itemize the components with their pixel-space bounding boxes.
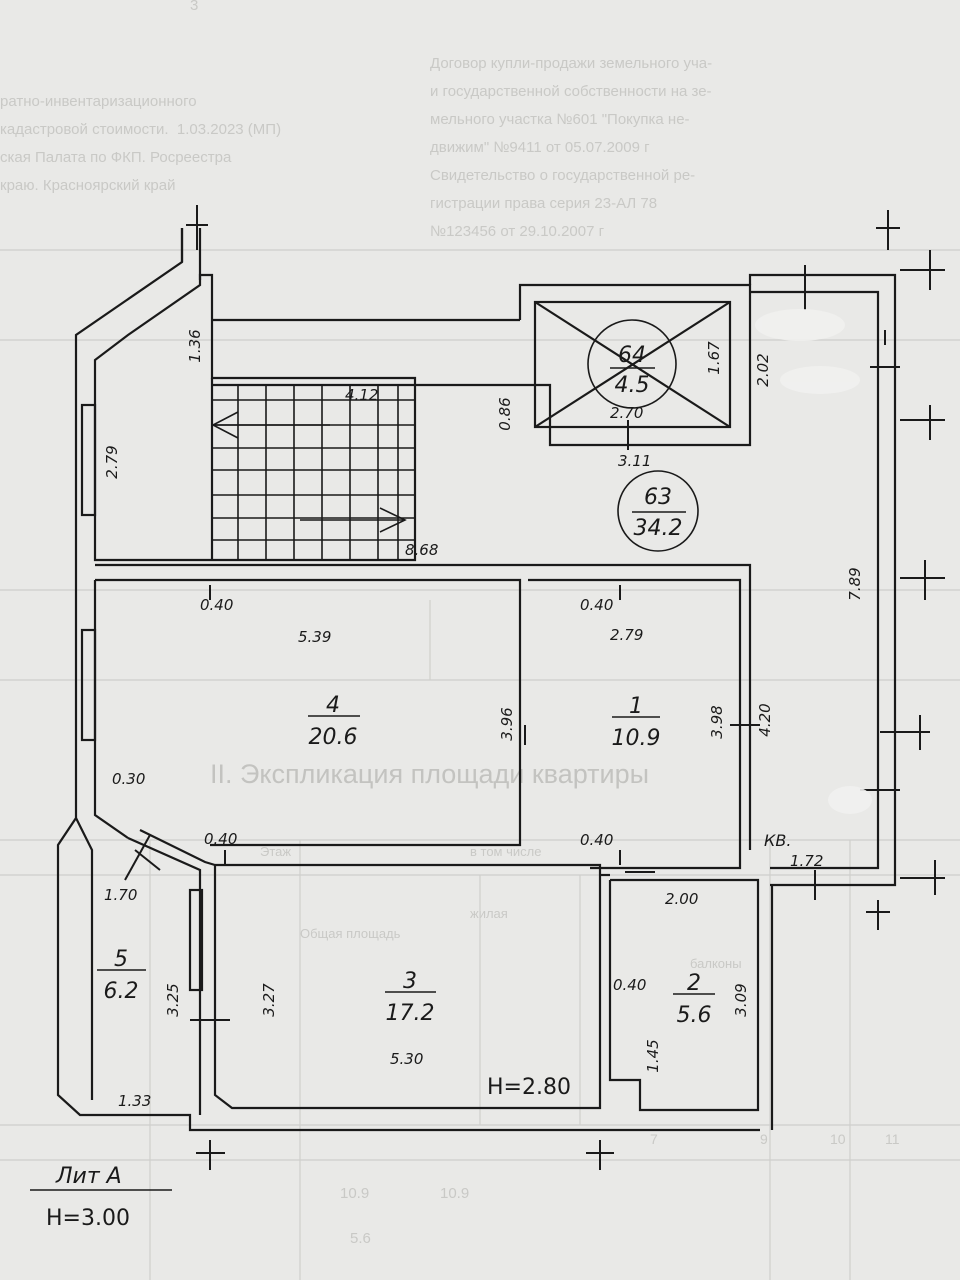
room-64-number: 64 bbox=[618, 343, 646, 368]
room-1-area: 10.9 bbox=[612, 726, 661, 751]
dim-label: 8.68 bbox=[405, 541, 438, 559]
bg-line: Договор купли-продажи земельного уча- bbox=[430, 55, 713, 72]
room-height-label: Н=2.80 bbox=[487, 1075, 571, 1100]
dim-label: 3.96 bbox=[498, 707, 516, 740]
dim-label: 2.02 bbox=[754, 353, 772, 386]
dim-label: 0.86 bbox=[496, 397, 514, 430]
bg-line: ская Палата по ФКП. Росреестра bbox=[0, 149, 232, 166]
bg-table-bit: Общая площадь bbox=[300, 926, 401, 941]
dim-label: 2.70 bbox=[610, 404, 643, 422]
dim-label: 4.12 bbox=[345, 386, 378, 404]
bg-table-value: 10.9 bbox=[340, 1185, 370, 1202]
room-2-number: 2 bbox=[687, 971, 701, 996]
bg-line: мельного участка №601 "Покупка не- bbox=[430, 111, 690, 128]
kv-label: КВ. bbox=[764, 831, 791, 850]
bg-table-bit: Этаж bbox=[260, 844, 292, 859]
bg-table-bit: 7 bbox=[650, 1131, 658, 1147]
dim-label: 3.27 bbox=[260, 983, 278, 1017]
dim-label: 0.40 bbox=[613, 976, 646, 994]
room-4-area: 20.6 bbox=[309, 725, 358, 750]
bg-table-bit: в том числе bbox=[470, 844, 542, 859]
dim-label: 3.98 bbox=[708, 705, 726, 738]
lit-height-label: Н=3.00 bbox=[46, 1206, 130, 1231]
room-4-number: 4 bbox=[326, 693, 340, 718]
lit-label: Лит А bbox=[55, 1164, 122, 1189]
dim-label: 2.00 bbox=[665, 890, 698, 908]
dim-label: 1.70 bbox=[104, 886, 137, 904]
room-1-number: 1 bbox=[629, 694, 643, 719]
dim-label: 0.40 bbox=[204, 830, 237, 848]
bg-table-bit: 11 bbox=[885, 1131, 900, 1147]
bg-table-value: 10.9 bbox=[440, 1185, 470, 1202]
tick-marks bbox=[124, 205, 945, 1170]
room-3-area: 17.2 bbox=[386, 1001, 435, 1026]
dim-label: 1.45 bbox=[644, 1039, 662, 1072]
dim-label: 0.40 bbox=[580, 596, 613, 614]
redaction-blobs bbox=[755, 309, 872, 814]
room-circles bbox=[587, 319, 699, 552]
bg-line: гистрации права серия 23-АЛ 78 bbox=[430, 195, 658, 212]
bg-line: ратно-инвентаризационного bbox=[0, 93, 197, 110]
dim-label: 7.89 bbox=[846, 567, 864, 600]
bg-left-block: ратно-инвентаризационного кадастровой сто… bbox=[0, 88, 281, 200]
room-64-area: 4.5 bbox=[615, 373, 650, 398]
bg-line: №123456 от 29.10.2007 г bbox=[430, 223, 605, 240]
bg-table-bit: 10 bbox=[830, 1131, 846, 1147]
dim-label: 2.79 bbox=[610, 626, 643, 644]
dimension-labels: 1.36 4.12 2.79 0.86 1.67 2.70 3.11 2.02 … bbox=[46, 329, 864, 1231]
room-fraction-lines bbox=[30, 367, 715, 1191]
room-63-number: 63 bbox=[644, 485, 672, 510]
bg-line: и государственной собственности на зе- bbox=[430, 83, 712, 100]
bg-right-block: Договор купли-продажи земельного уча-и г… bbox=[430, 50, 712, 246]
bg-section-title: II. Экспликация площади квартиры bbox=[210, 759, 650, 789]
room-2-area: 5.6 bbox=[677, 1003, 712, 1028]
bg-line: движим" №9411 от 05.07.2009 г bbox=[430, 139, 650, 156]
bg-table-grid bbox=[0, 249, 960, 1280]
bg-table-bit: балконы bbox=[690, 956, 742, 971]
dim-label: 2.79 bbox=[103, 445, 121, 478]
room-63-area: 34.2 bbox=[634, 516, 683, 541]
dim-label: 1.33 bbox=[118, 1092, 151, 1110]
bg-line: Свидетельство о государственной ре- bbox=[430, 167, 696, 184]
dim-label: 3.09 bbox=[732, 983, 750, 1016]
room-labels: 64 4.5 63 34.2 4 20.6 1 10.9 3 17.2 2 5.… bbox=[104, 343, 712, 1028]
dim-label: 0.40 bbox=[580, 831, 613, 849]
dim-label: 4.20 bbox=[756, 703, 774, 736]
room-5-area: 6.2 bbox=[104, 979, 139, 1004]
dim-label: 1.72 bbox=[790, 852, 823, 870]
room-3-number: 3 bbox=[403, 969, 417, 994]
bg-table-bit: 9 bbox=[760, 1131, 768, 1147]
dim-label: 0.30 bbox=[112, 770, 145, 788]
bg-table-value: 5.6 bbox=[350, 1230, 371, 1247]
bg-line: кадастровой стоимости. 1.03.2023 (МП) bbox=[0, 121, 282, 138]
room-5-number: 5 bbox=[114, 947, 128, 972]
bg-header-digit: 3 bbox=[190, 0, 199, 14]
bg-line: краю. Красноярский край bbox=[0, 177, 176, 194]
dim-label: 1.67 bbox=[705, 341, 723, 375]
dim-label: 0.40 bbox=[200, 596, 233, 614]
dim-label: 1.36 bbox=[186, 329, 204, 362]
walls bbox=[56, 228, 897, 1132]
stair bbox=[211, 385, 415, 560]
dim-label: 5.30 bbox=[390, 1050, 423, 1068]
dim-label: 5.39 bbox=[298, 628, 331, 646]
dim-label: 3.11 bbox=[618, 452, 651, 470]
dim-label: 3.25 bbox=[164, 983, 182, 1016]
